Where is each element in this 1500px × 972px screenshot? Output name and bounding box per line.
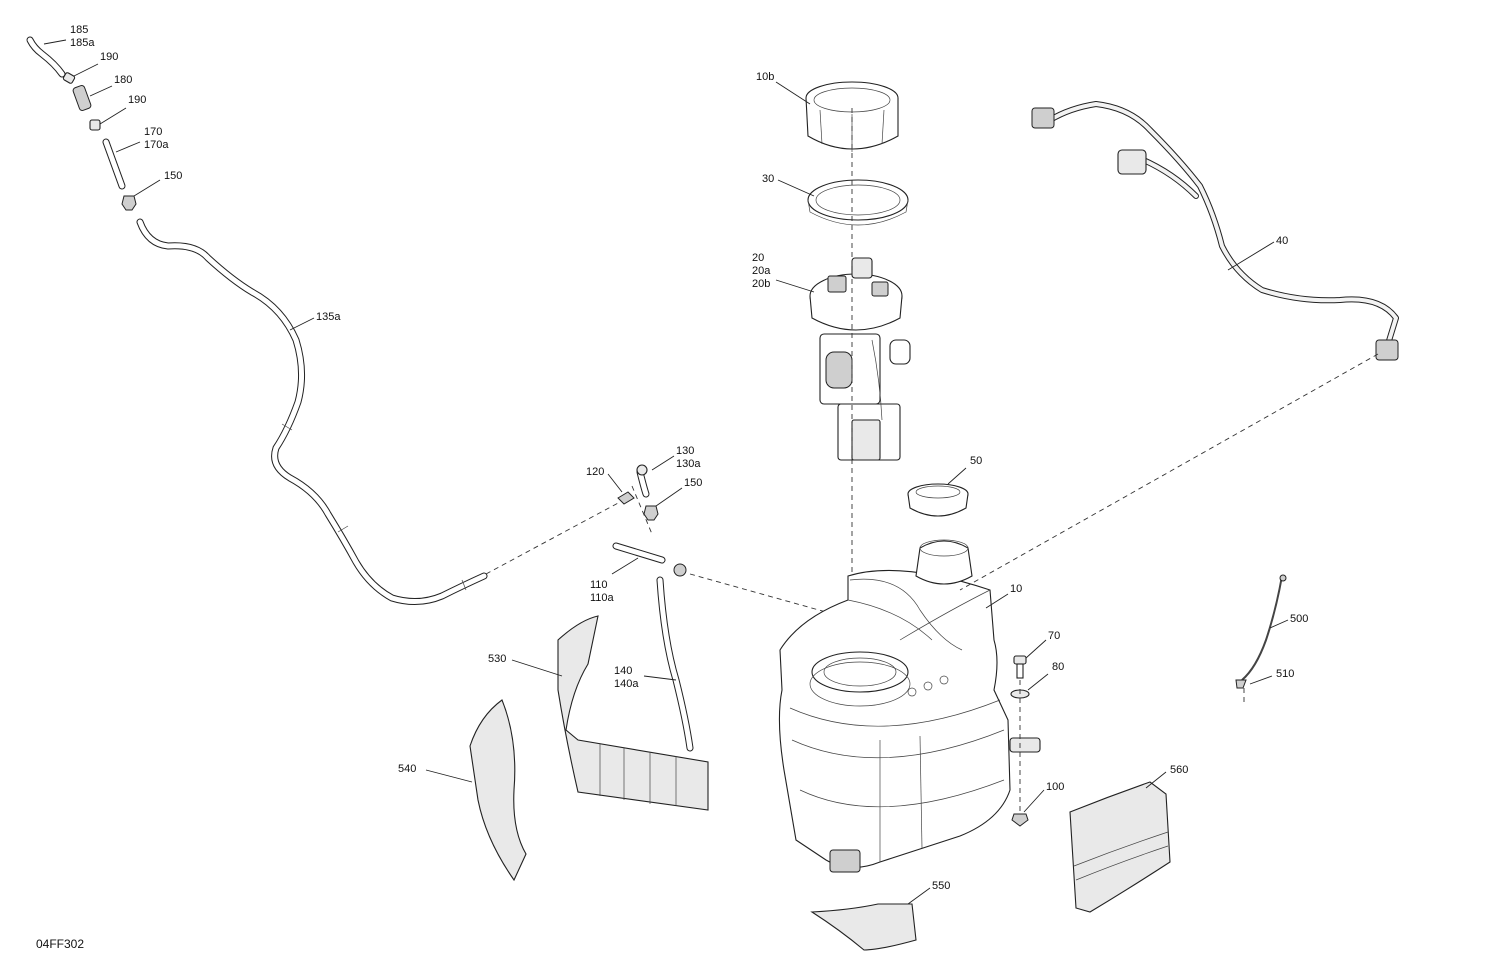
callout-80: 80 (1052, 661, 1064, 673)
callout-510: 510 (1276, 668, 1294, 680)
callout-30: 30 (762, 173, 774, 185)
callout-40: 40 (1276, 235, 1288, 247)
callout-10b: 10b (756, 71, 774, 83)
callout-190-lower: 190 (128, 94, 146, 106)
fuel-tank (778, 539, 1041, 873)
callout-560: 560 (1170, 764, 1188, 776)
callout-50: 50 (970, 455, 982, 467)
callout-550: 550 (932, 880, 950, 892)
heat-shields (469, 615, 1171, 951)
callout-10: 10 (1010, 583, 1022, 595)
callout-180: 180 (114, 74, 132, 86)
callout-530: 530 (488, 653, 506, 665)
callout-150-left: 150 (164, 170, 182, 182)
callout-500: 500 (1290, 613, 1308, 625)
callout-135a: 135a (316, 311, 341, 323)
fuel-line-assembly (26, 36, 488, 605)
assembly-line-hose-to-fitting (485, 501, 621, 575)
wiring-harness (1031, 101, 1399, 361)
callout-100: 100 (1046, 781, 1064, 793)
assembly-line-harness-to-tank (959, 353, 1379, 591)
callout-70: 70 (1048, 630, 1060, 642)
diagram-code: 04FF302 (36, 937, 84, 951)
vent-parts (612, 464, 694, 752)
callout-150-center: 150 (684, 477, 702, 489)
fuel-cap (907, 483, 969, 517)
callout-120: 120 (586, 466, 604, 478)
ground-wire (1235, 574, 1287, 689)
callout-190-upper: 190 (100, 51, 118, 63)
callout-540: 540 (398, 763, 416, 775)
callout-leaders (43, 39, 1289, 905)
assembly-line-nut-to-tank (689, 573, 827, 613)
fuel-pump-stack (805, 81, 911, 461)
